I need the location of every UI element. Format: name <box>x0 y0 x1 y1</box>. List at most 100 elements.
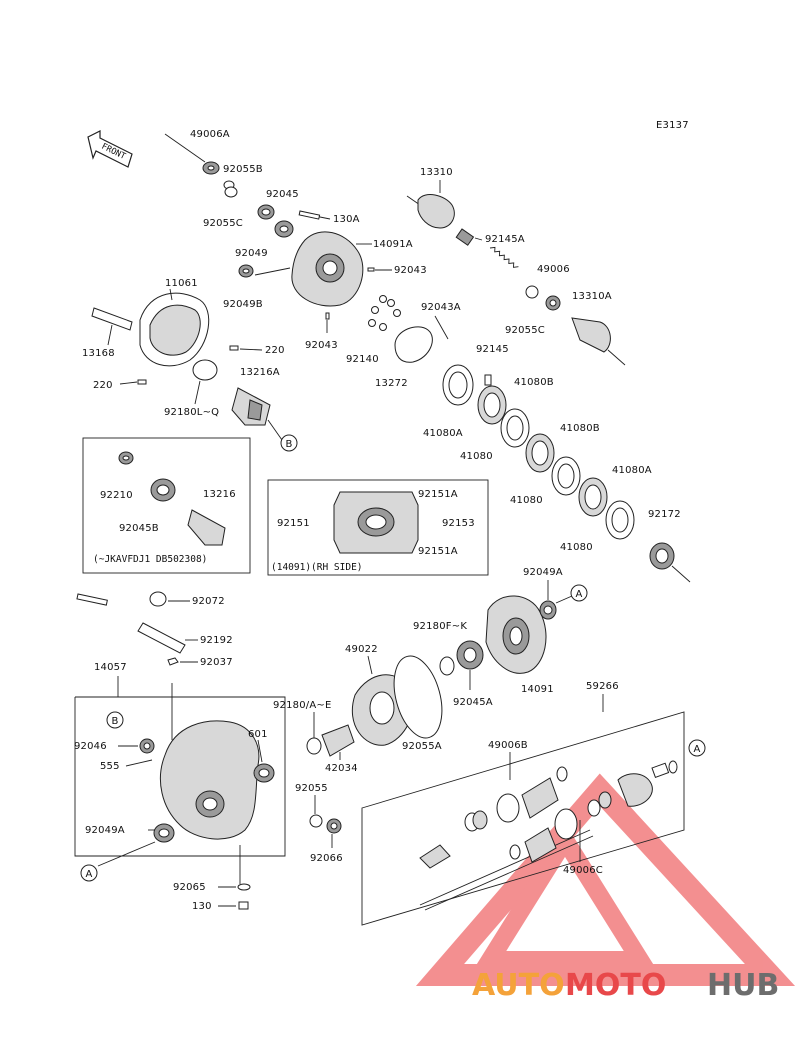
label-92180FK: 92180F~K <box>413 621 467 632</box>
label-92065: 92065 <box>173 882 206 893</box>
shim-92180LQ <box>192 359 218 381</box>
driveshaft-group: 59266 A 49006B 49006C <box>361 681 706 926</box>
housing-14057 <box>159 720 260 840</box>
label-220-left: 220 <box>93 380 113 391</box>
label-92037: 92037 <box>200 657 233 668</box>
clutch-plates <box>442 364 635 540</box>
label-41080B-1: 41080B <box>514 377 554 388</box>
label-14091A: 14091A <box>373 239 413 250</box>
label-13216: 13216 <box>203 489 236 500</box>
label-92210: 92210 <box>100 490 133 501</box>
label-92192: 92192 <box>200 635 233 646</box>
label-13310A: 13310A <box>572 291 612 302</box>
ref-circle-A-driveshaft <box>688 739 706 757</box>
label-92072: 92072 <box>192 596 225 607</box>
label-92045B: 92045B <box>119 523 159 534</box>
front-arrow-icon: FRONT <box>87 130 133 168</box>
label-92045-top: 92045 <box>266 189 299 200</box>
label-92055: 92055 <box>295 783 328 794</box>
label-92049A-right: 92049A <box>523 567 563 578</box>
svg-text:HUB: HUB <box>707 968 779 1003</box>
label-49006: 49006 <box>537 264 570 275</box>
diagram-code: E3137 <box>656 120 689 131</box>
box1-note: (~JKAVFDJ1 DB502308) <box>93 554 207 565</box>
label-92055A: 92055A <box>402 741 442 752</box>
spring-92145A <box>489 246 519 268</box>
label-92055B: 92055B <box>223 164 263 175</box>
label-555: 555 <box>100 761 120 772</box>
label-92045A: 92045A <box>453 697 493 708</box>
label-49022: 49022 <box>345 644 378 655</box>
label-92180AE: 92180/A~E <box>273 700 332 711</box>
label-41080A-2: 41080A <box>612 465 652 476</box>
shim-92180FK <box>439 656 455 676</box>
label-92153: 92153 <box>442 518 475 529</box>
joint-13310 <box>417 194 455 229</box>
label-92043-bottom: 92043 <box>305 340 338 351</box>
label-92049: 92049 <box>235 248 268 259</box>
label-92043A: 92043A <box>421 302 461 313</box>
top-right-group: 13310 92145A 92055C 49006 13310A 92140 1… <box>346 167 691 583</box>
label-92145: 92145 <box>476 344 509 355</box>
watermark-logo <box>415 773 796 986</box>
label-92046: 92046 <box>74 741 107 752</box>
ref-circle-A-right <box>570 584 588 602</box>
label-49006B: 49006B <box>488 740 528 751</box>
label-220-right: 220 <box>265 345 285 356</box>
bolt-130 <box>238 901 249 910</box>
box2-note: (14091)(RH SIDE) <box>271 562 363 573</box>
label-41080A-1: 41080A <box>423 428 463 439</box>
label-13168: 13168 <box>82 348 115 359</box>
svg-text:B: B <box>286 439 293 450</box>
svg-text:A: A <box>86 869 93 880</box>
label-13272: 13272 <box>375 378 408 389</box>
label-92172: 92172 <box>648 509 681 520</box>
label-92055C-top: 92055C <box>203 218 243 229</box>
joint-13310A <box>571 317 611 353</box>
circlip-92072 <box>149 591 167 607</box>
main-housing-group: B 92046 555 92049A A 601 92065 130 <box>74 683 275 912</box>
label-92066: 92066 <box>310 853 343 864</box>
gear-42034 <box>321 724 355 757</box>
shim-92180AE <box>306 737 322 755</box>
label-92049A-left: 92049A <box>85 825 125 836</box>
oring-92055C <box>224 186 238 198</box>
svg-text:A: A <box>694 744 701 755</box>
label-92043-right: 92043 <box>394 265 427 276</box>
label-42034: 42034 <box>325 763 358 774</box>
label-59266: 59266 <box>586 681 619 692</box>
label-130A: 130A <box>333 214 360 225</box>
ref-circle-A-left <box>80 864 98 882</box>
label-49006A: 49006A <box>190 129 230 140</box>
clamp-92037 <box>167 657 179 666</box>
oring-92055 <box>309 814 323 828</box>
label-92151A-bot: 92151A <box>418 546 458 557</box>
middle-left-group: 92072 92192 92037 14057 <box>74 591 286 857</box>
label-13310: 13310 <box>420 167 453 178</box>
balls-92140 <box>368 295 401 331</box>
svg-text:AUTO: AUTO <box>472 968 565 1003</box>
label-41080-3: 41080 <box>560 542 593 553</box>
label-14057: 14057 <box>94 662 127 673</box>
label-41080B-2: 41080B <box>560 423 600 434</box>
label-601: 601 <box>248 729 268 740</box>
label-41080-1: 41080 <box>460 451 493 462</box>
ref-circle-B <box>106 711 124 729</box>
plate-13272 <box>394 326 433 363</box>
label-41080-2: 41080 <box>510 495 543 506</box>
label-92049B: 92049B <box>223 299 263 310</box>
top-left-group: 49006A 92055B 92055C 92049 92045 130A 14… <box>82 129 427 452</box>
svg-text:MOTO: MOTO <box>565 968 666 1003</box>
washer-92065 <box>237 883 251 891</box>
label-92145A: 92145A <box>485 234 525 245</box>
label-13216A: 13216A <box>240 367 280 378</box>
label-92140: 92140 <box>346 354 379 365</box>
label-92151A-top: 92151A <box>418 489 458 500</box>
label-92151: 92151 <box>277 518 310 529</box>
label-92055C-right: 92055C <box>505 325 545 336</box>
oring-92055A <box>393 655 443 739</box>
label-11061: 11061 <box>165 278 198 289</box>
label-130: 130 <box>192 901 212 912</box>
